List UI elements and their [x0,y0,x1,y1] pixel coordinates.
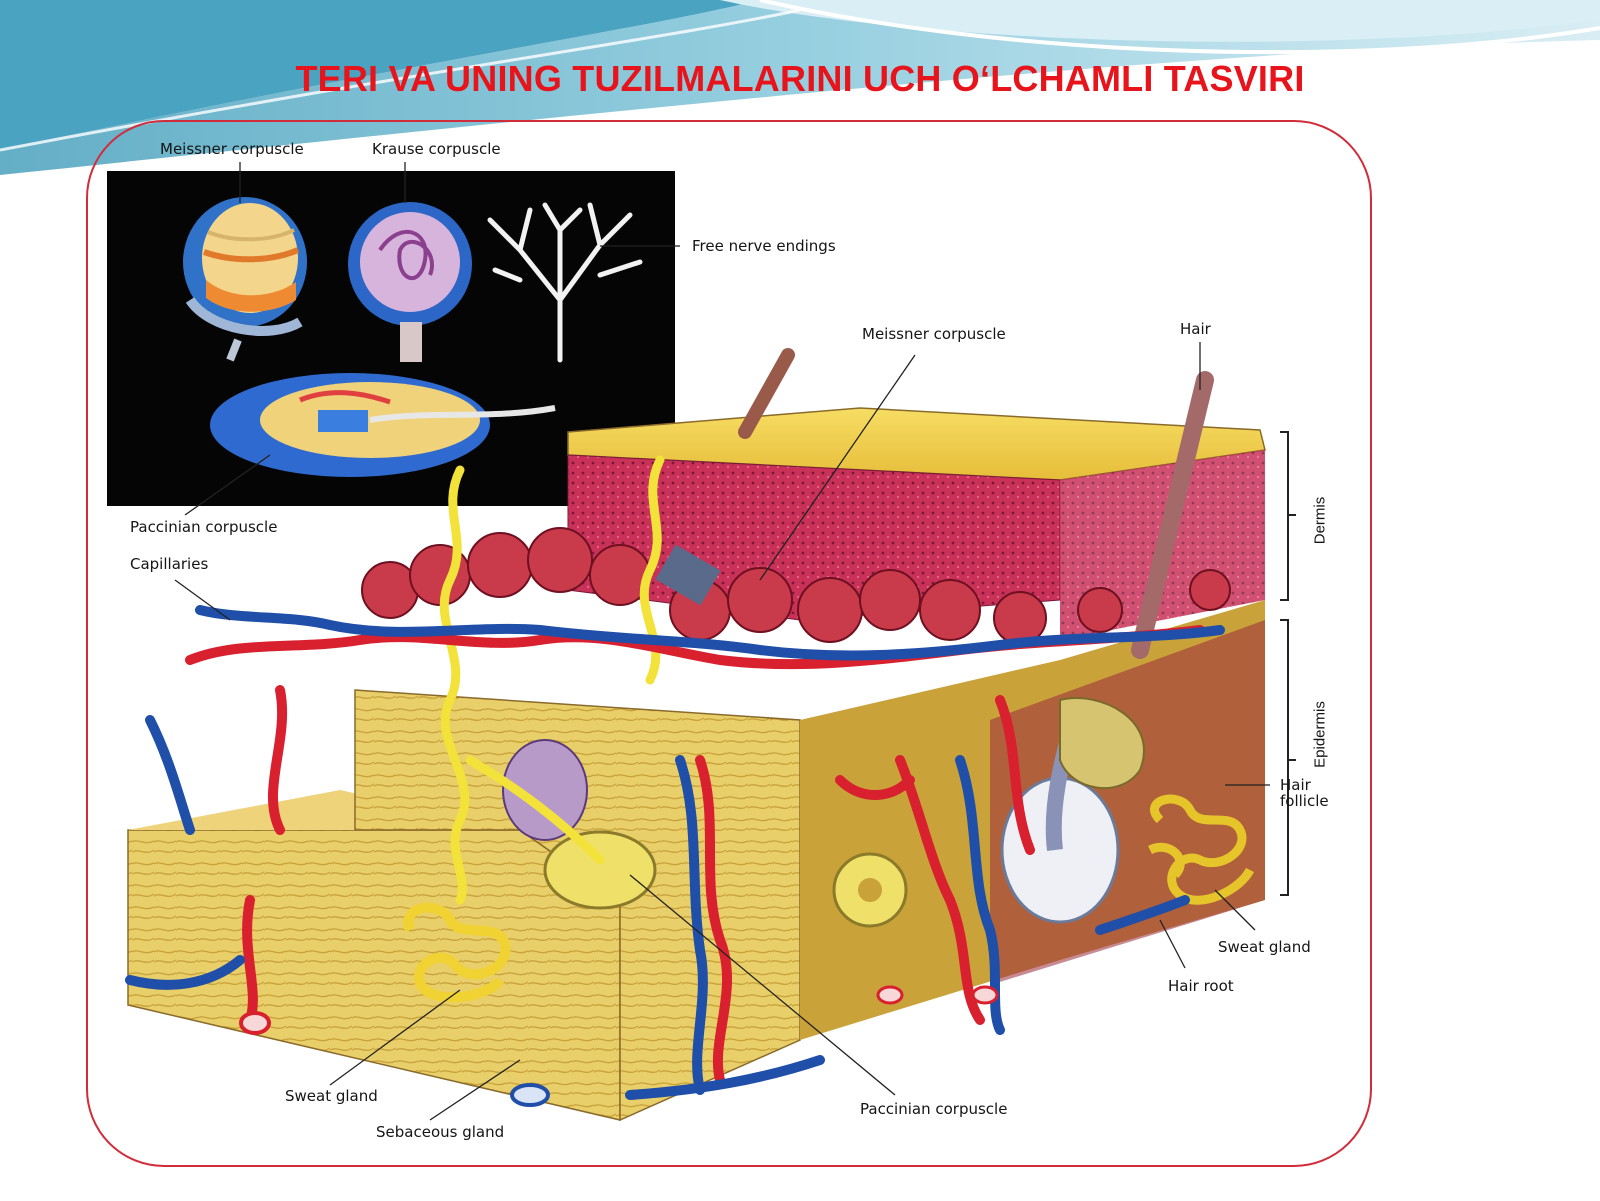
sweat-gland-left-coil [403,902,511,1003]
header-swoosh [0,0,1600,175]
inset-panel [107,171,675,506]
hair-shaft-right [1131,371,1214,659]
skin-block [125,348,1266,1122]
label-free-nerve-endings: Free nerve endings [692,237,836,255]
label-krause-inset: Krause corpuscle [372,140,501,158]
label-hair-follicle-line2: follicle [1280,792,1329,810]
label-meissner-inset: Meissner corpuscle [160,140,304,158]
label-capillaries: Capillaries [130,555,209,573]
label-hair-root: Hair root [1168,977,1234,995]
free-nerve-endings-illustration [487,202,643,363]
leader-lines [174,162,1270,1121]
paccinian-corpuscle-block [543,830,657,910]
krause-corpuscle-illustration [348,202,472,362]
slide-title: TERI VA UNING TUZILMALARINI UCH O‘LCHAML… [295,58,1305,99]
label-paccinian-main: Paccinian corpuscle [860,1100,1008,1118]
label-sweat-gland-right: Sweat gland [1218,938,1311,956]
label-hair-follicle-line1: Hair [1280,776,1311,794]
label-dermis: Dermis [1311,496,1329,545]
layer-brackets [1280,431,1296,896]
paccinian-corpuscle-illustration [210,373,556,477]
hair-shaft-left [738,348,795,439]
label-epidermis: Epidermis [1311,701,1329,768]
label-sweat-gland-left: Sweat gland [285,1087,378,1105]
label-paccinian-inset: Paccinian corpuscle [130,518,278,536]
label-meissner-main: Meissner corpuscle [862,325,1006,343]
veins [125,605,1225,1100]
label-hair: Hair [1180,320,1211,338]
meissner-corpuscle-illustration [183,197,307,362]
label-sebaceous-gland: Sebaceous gland [376,1123,505,1141]
image-frame [86,120,1372,1167]
